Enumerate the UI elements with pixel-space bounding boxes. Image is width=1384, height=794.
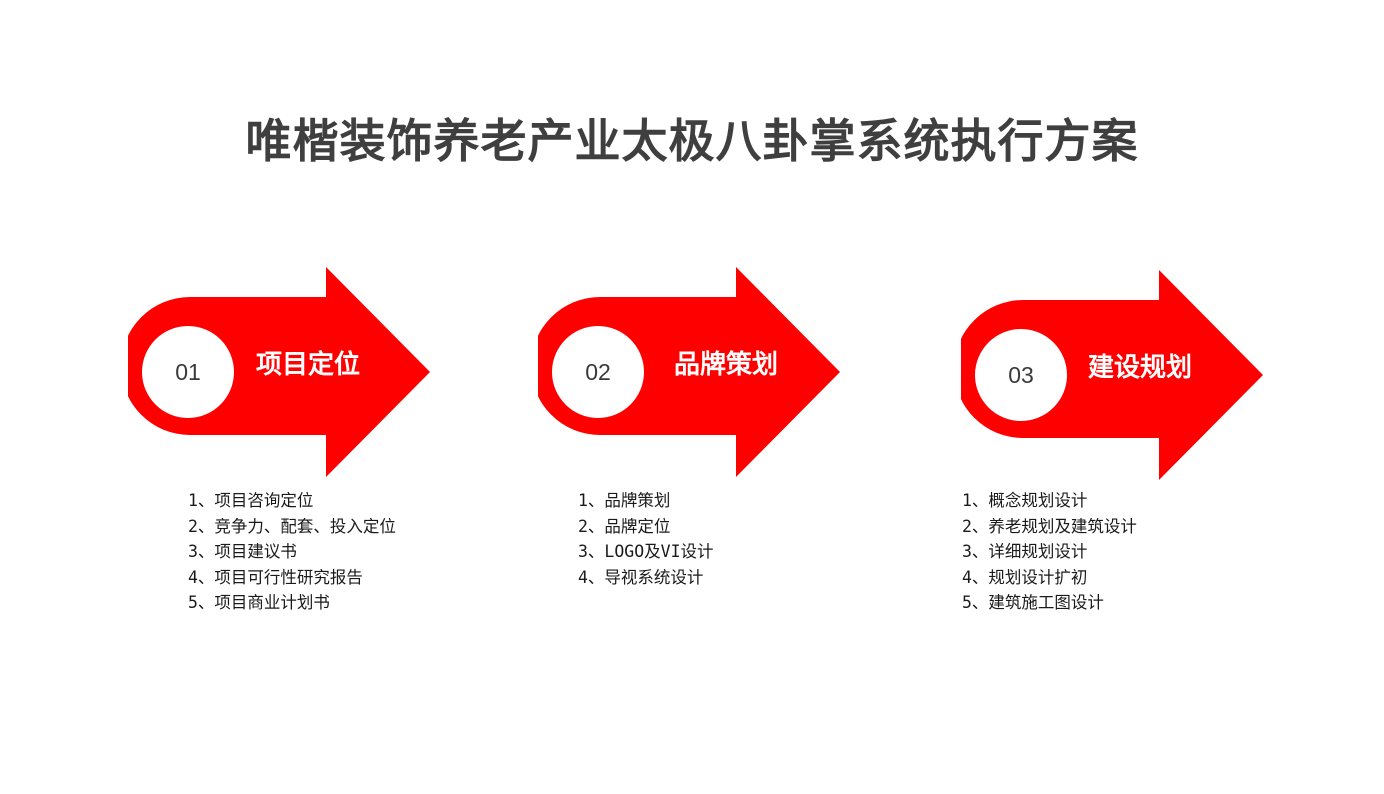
list-item: 5、项目商业计划书 bbox=[188, 593, 330, 612]
step-3-arrow: 03 建设规划 bbox=[961, 266, 1271, 486]
list-item: 3、详细规划设计 bbox=[962, 542, 1088, 561]
step-2-arrow-graphic: 02 bbox=[538, 267, 840, 477]
list-item: 4、规划设计扩初 bbox=[962, 567, 1088, 587]
step-3-number: 03 bbox=[1008, 362, 1034, 388]
list-item: 2、品牌定位 bbox=[578, 516, 671, 536]
step-1-arrow-graphic: 01 bbox=[128, 267, 430, 477]
list-item: 2、养老规划及建筑设计 bbox=[962, 516, 1137, 536]
list-item: 1、概念规划设计 bbox=[962, 491, 1088, 510]
step-2-arrow-shape bbox=[538, 267, 840, 477]
list-item: 4、项目可行性研究报告 bbox=[188, 567, 363, 587]
step-2-number: 02 bbox=[585, 359, 611, 385]
list-item: 5、建筑施工图设计 bbox=[962, 593, 1104, 612]
step-1-item-list: 1、项目咨询定位 2、竞争力、配套、投入定位 3、项目建议书 4、项目可行性研究… bbox=[188, 488, 396, 616]
page-title: 唯楷装饰养老产业太极八卦掌系统执行方案 bbox=[245, 114, 1139, 168]
list-item: 4、导视系统设计 bbox=[578, 567, 704, 587]
list-item: 3、项目建议书 bbox=[188, 542, 297, 561]
step-3-number-circle bbox=[975, 329, 1067, 421]
step-2-item-list: 1、品牌策划 2、品牌定位 3、LOGO及VI设计 4、导视系统设计 bbox=[578, 488, 714, 590]
step-1-number-circle bbox=[142, 326, 234, 418]
step-1-label: 项目定位 bbox=[256, 350, 361, 380]
step-3-arrow-shape bbox=[961, 270, 1263, 480]
step-3-item-list: 1、概念规划设计 2、养老规划及建筑设计 3、详细规划设计 4、规划设计扩初 5… bbox=[962, 488, 1137, 616]
list-item: 2、竞争力、配套、投入定位 bbox=[188, 516, 396, 536]
step-1-number: 01 bbox=[175, 359, 201, 385]
step-2-number-circle bbox=[552, 326, 644, 418]
step-1-arrow: 01 项目定位 bbox=[128, 263, 438, 483]
step-3-label: 建设规划 bbox=[1088, 353, 1193, 383]
step-3-arrow-graphic: 03 bbox=[961, 270, 1263, 480]
step-2-label: 品牌策划 bbox=[674, 350, 779, 380]
step-2-arrow: 02 品牌策划 bbox=[538, 263, 848, 483]
list-item: 3、LOGO及VI设计 bbox=[578, 542, 714, 561]
step-1-arrow-shape bbox=[128, 267, 430, 477]
list-item: 1、项目咨询定位 bbox=[188, 491, 314, 510]
list-item: 1、品牌策划 bbox=[578, 491, 671, 510]
